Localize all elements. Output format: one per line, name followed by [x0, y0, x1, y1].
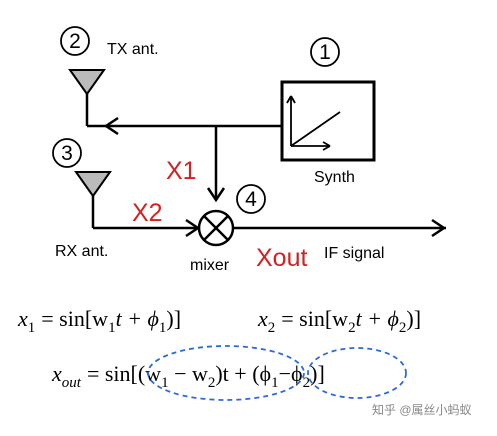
frequency-term-highlight: [147, 345, 305, 401]
equation-x2: x2= sin[w2t + ϕ2)]: [257, 306, 421, 336]
if-signal-label: IF signal: [324, 245, 384, 262]
marker-mixer-label: 4: [245, 188, 257, 211]
marker-mixer: 4: [236, 184, 266, 214]
marker-rx: 3: [52, 138, 82, 168]
equation-x1: x1= sin[w1t + ϕ1)]: [17, 306, 181, 336]
marker-tx: 2: [60, 26, 90, 56]
xout-signal-label: Xout: [256, 244, 307, 272]
marker-synth-label: 1: [319, 41, 331, 64]
synth-label: Synth: [314, 169, 355, 186]
synth-box: [280, 80, 376, 162]
rx-antenna-label: RX ant.: [55, 243, 108, 260]
marker-tx-label: 2: [69, 30, 81, 53]
tx-arrowhead-icon: [103, 116, 119, 136]
x2-signal-label: X2: [132, 199, 163, 227]
tx-antenna-icon: [68, 69, 106, 126]
tx-antenna-label: TX ant.: [107, 41, 159, 58]
mixer-icon: [197, 209, 235, 247]
watermark-text: 知乎 @属丝小蚂蚁: [372, 402, 472, 417]
equation-xout: xout= sin[(w1 − w2)t + (ϕ1−ϕ2)]: [51, 361, 325, 391]
mixer-label: mixer: [190, 257, 230, 274]
marker-rx-label: 3: [61, 142, 73, 165]
rx-antenna-icon: [74, 171, 112, 228]
if-arrowhead-icon: [431, 218, 447, 238]
x1-signal-label: X1: [166, 157, 197, 185]
phase-term-highlight: [307, 347, 407, 399]
marker-synth: 1: [310, 37, 340, 67]
x1-arrowhead-icon: [206, 187, 226, 203]
